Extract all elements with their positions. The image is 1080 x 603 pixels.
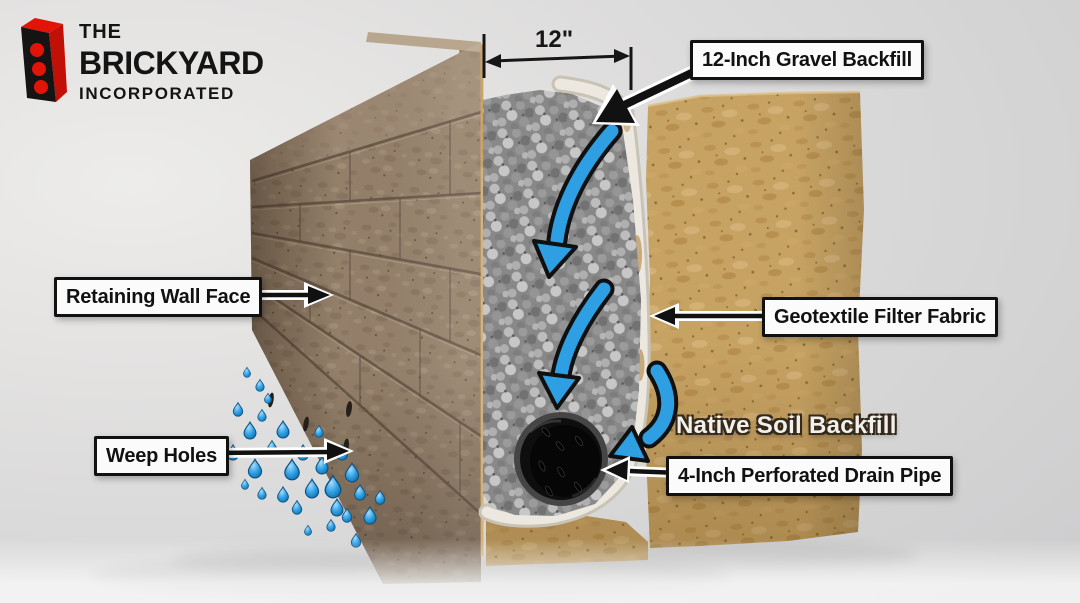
gravel-backfill-column [483,90,641,516]
callout-geotextile-filter-fabric: Geotextile Filter Fabric [762,297,998,337]
dimension-arrowhead-left [485,54,501,68]
water-droplet [243,366,251,378]
brand-text: THE BRICKYARD INCORPORATED [79,12,264,104]
retaining-wall [250,32,484,584]
brick-icon [21,18,67,102]
dimension-label: 12" [535,26,574,53]
dimension-arrowhead-right [614,49,630,63]
brand-the: THE [79,21,122,43]
water-droplet [276,420,290,439]
brand-suffix: INCORPORATED [79,84,235,103]
brand-name: BRICKYARD [79,45,264,81]
callout-drain-pipe: 4-Inch Perforated Drain Pipe [666,456,954,496]
callout-gravel-backfill: 12-Inch Gravel Backfill [690,40,924,80]
water-droplet [277,486,289,503]
leader-arrow-gravel-backfill [592,62,704,126]
wall-shading-v [250,42,481,584]
ground-floor [0,539,1080,603]
water-droplet [284,458,300,481]
curved-blue-arrow-down-icon [532,120,623,279]
water-flow-arrows [532,120,679,463]
curved-blue-arrow-down-icon [537,278,615,410]
water-droplet [304,478,320,499]
pipe-perforations [538,427,584,497]
water-droplet [243,421,257,440]
water-droplet [304,524,312,536]
water-droplet [241,478,249,490]
soil-top-edge [647,90,861,108]
water-droplet [257,487,267,500]
callout-weep-holes: Weep Holes [94,436,229,476]
brand-logo: THE BRICKYARD INCORPORATED [16,12,264,106]
water-droplet [326,519,336,532]
native-soil-label: Native Soil Backfill [676,412,897,439]
water-droplet [255,379,265,392]
water-droplet [247,458,263,479]
dimension-marker [482,34,633,90]
drain-pipe [514,412,608,506]
pipe-rim-highlight [528,419,562,434]
wall-cap-top [366,32,481,52]
water-droplet [291,500,303,515]
water-droplet [232,402,244,417]
water-droplet [257,409,267,422]
pipe-rim-highlight [571,477,598,498]
dimension-line [491,54,624,63]
callout-retaining-wall-face: Retaining Wall Face [54,277,263,317]
